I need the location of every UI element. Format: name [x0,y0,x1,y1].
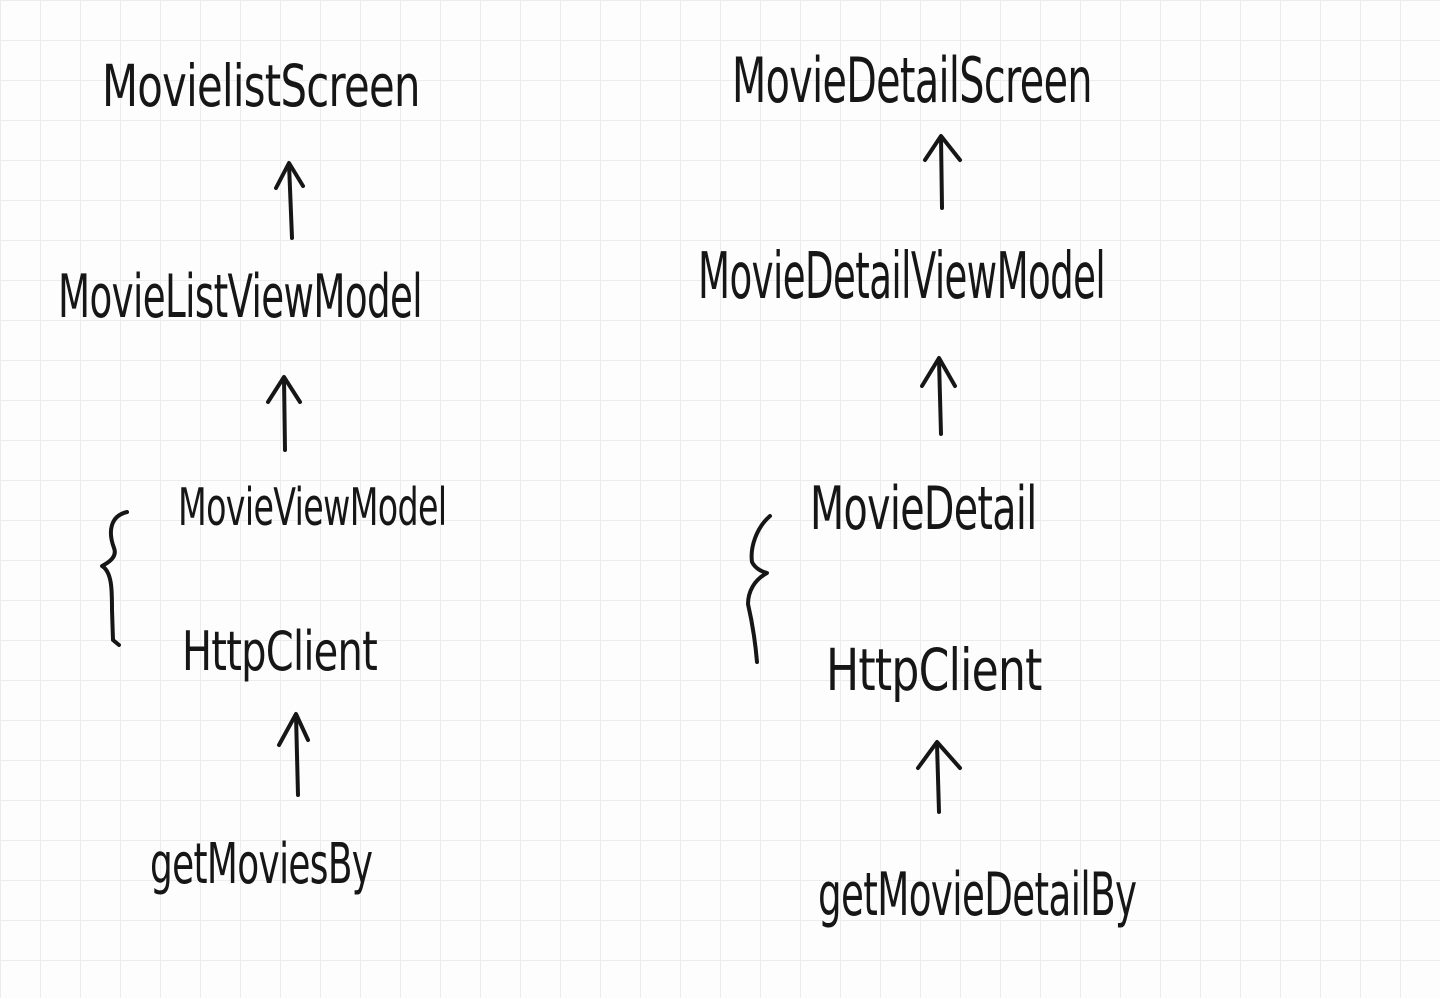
get-movies-by-label: getMoviesBy [150,832,373,897]
right-http-client-label: HttpClient [826,636,1042,704]
get-movie-detail-by-label: getMovieDetailBy [818,860,1137,930]
arrow-up-icon [266,375,302,452]
arrow-up-icon [920,356,957,436]
movie-list-screen-label: MovielistScreen [102,52,420,120]
arrow-up-icon [916,740,962,814]
left-brace-icon [100,510,129,647]
arrow-up-icon [274,161,305,240]
movie-detail-label: MovieDetail [810,474,1037,544]
arrow-up-icon [277,712,310,797]
left-http-client-label: HttpClient [182,620,378,683]
movie-view-model-label: MovieViewModel [178,478,447,538]
movie-detail-screen-label: MovieDetailScreen [732,44,1093,117]
arrow-up-icon [923,134,962,210]
movie-detail-view-model-label: MovieDetailViewModel [698,240,1106,314]
movie-list-view-model-label: MovieListViewModel [58,262,423,332]
right-brace-icon [746,514,772,664]
